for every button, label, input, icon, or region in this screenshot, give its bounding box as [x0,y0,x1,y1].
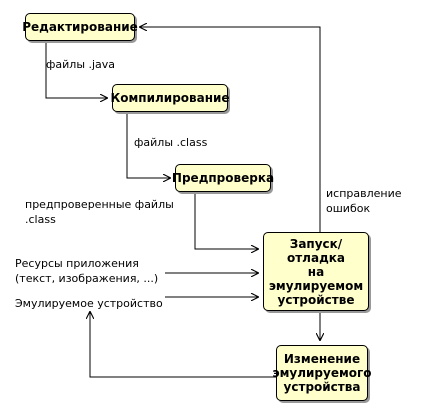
edge-preverify-to-run [194,192,258,249]
edge-run-to-edit [140,27,321,232]
label-emulated-device: Эмулируемое устройство [15,297,163,310]
node-change: Изменение эмулируемого устройства [272,345,372,401]
label-java-files: файлы .java [46,58,116,71]
label-error-fix: исправление ошибок [326,187,402,215]
edge-compile-to-preverify [126,112,170,178]
node-run: Запуск/отладка на эмулируемом устройстве [263,232,369,311]
edge-change-to-device [90,312,276,378]
edge-edit-to-compile [45,41,107,98]
label-app-resources: Ресурсы приложения (текст, изображения, … [15,257,159,285]
node-compile: Компилирование [110,84,230,112]
label-preverified-files: предпроверенные файлы .class [25,198,174,226]
node-preverify: Предпроверка [172,164,274,192]
label-class-files: файлы .class [134,136,208,149]
node-edit: Редактирование [22,13,138,41]
